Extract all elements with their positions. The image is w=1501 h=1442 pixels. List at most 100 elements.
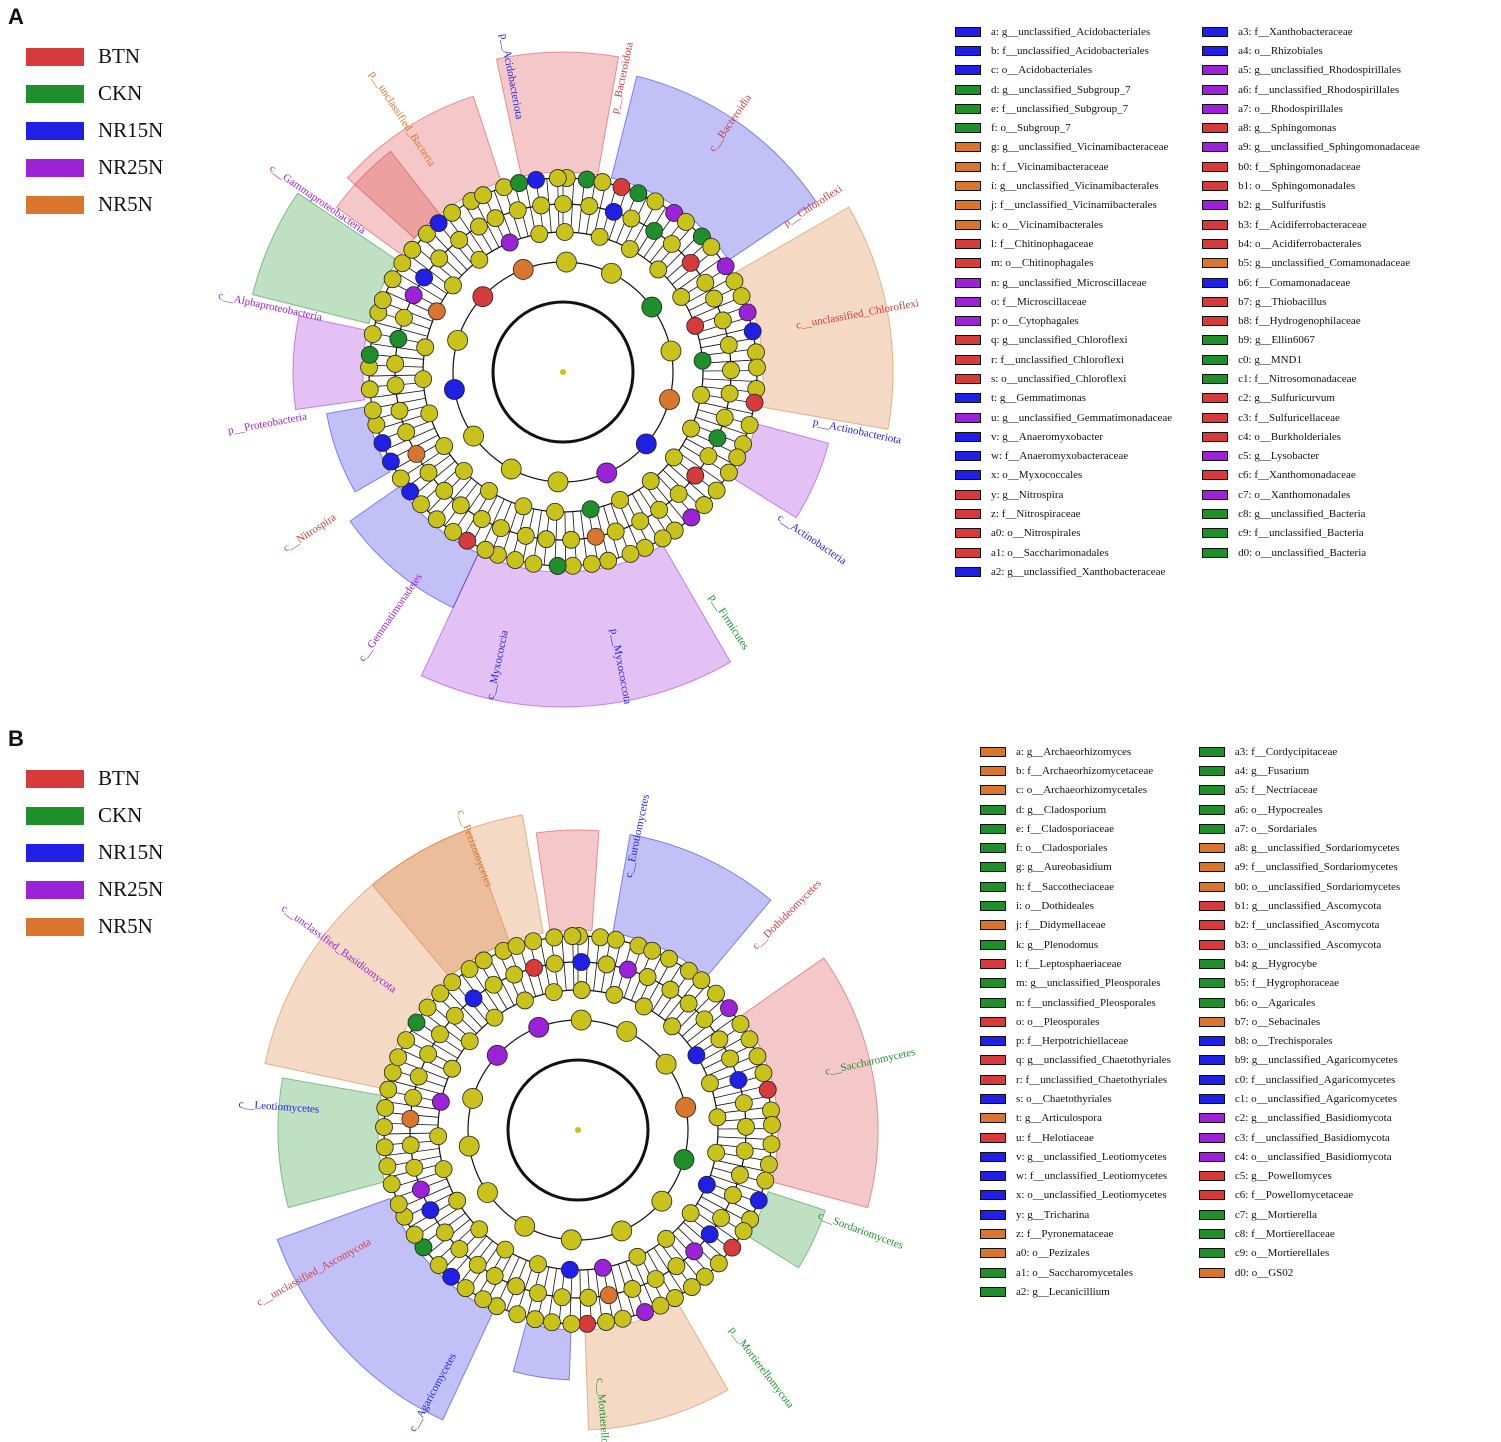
tree-branch	[369, 374, 424, 377]
key-label: a1: o__Saccharomycetales	[1016, 1266, 1133, 1279]
key-swatch	[980, 958, 1006, 969]
group-name: NR5N	[98, 914, 153, 938]
key-swatch	[955, 470, 981, 481]
group-legend-item: NR25N	[26, 149, 163, 186]
key-label: m: o__Chitinophagales	[991, 257, 1094, 270]
clade-label: c__Gemmatimonadetes	[356, 571, 425, 663]
taxon-node	[407, 1013, 426, 1032]
taxon-node	[611, 490, 629, 509]
taxon-node	[376, 1099, 395, 1117]
taxa-key-legend: a: g__Archaeorhizomyces b: f__Archaeorhiz…	[980, 742, 1400, 1302]
key-swatch	[1202, 547, 1229, 558]
key-label: a7: o__Sordariales	[1234, 822, 1318, 835]
tree-branch	[435, 477, 472, 520]
tree-branch	[532, 510, 542, 564]
key-swatch	[955, 65, 981, 76]
key-swatch	[1202, 354, 1229, 365]
taxon-node	[427, 302, 446, 321]
taxon-node	[414, 1238, 433, 1257]
taxon-node	[722, 361, 740, 380]
taxon-node	[448, 1191, 467, 1210]
key-swatch	[955, 509, 981, 520]
taxon-node	[653, 529, 672, 548]
taxon-node	[378, 1157, 397, 1176]
key-swatch	[955, 354, 981, 365]
taxon-node	[554, 195, 573, 213]
key-label: v: g__Anaeromyxobacter	[991, 430, 1104, 443]
key-label: b: f__Archaeorhizomycetaceae	[1016, 764, 1154, 777]
key-swatch	[1202, 451, 1229, 462]
tree-branch	[481, 498, 505, 549]
key-item: a1: o__Saccharomycetales	[980, 1263, 1171, 1282]
key-swatch	[1202, 296, 1229, 307]
clade-highlight	[264, 828, 511, 1090]
taxon-node	[715, 408, 734, 427]
key-swatch	[1198, 997, 1225, 1008]
key-label: i: g__unclassified_Vicinamibacterales	[991, 180, 1159, 193]
taxon-node	[662, 235, 681, 253]
key-swatch	[1198, 958, 1225, 969]
tree-branch	[700, 1035, 748, 1063]
key-label: b7: g__Thiobacillus	[1238, 295, 1327, 308]
key-item: a1: o__Saccharimonadales	[955, 543, 1172, 562]
taxon-node	[386, 376, 405, 395]
taxon-node	[486, 1044, 508, 1066]
key-label: e: f__Cladosporiaceae	[1016, 822, 1115, 835]
tree-branch	[676, 258, 721, 291]
key-item: c2: g__Sulfuricurvum	[1202, 389, 1420, 408]
key-label: q: g__unclassified_Chaetothyriales	[1016, 1054, 1171, 1067]
taxon-node	[435, 481, 454, 500]
clade-label: c__Dothideomycetes	[750, 878, 824, 952]
key-item: z: f__Nitrospiraceae	[955, 504, 1172, 523]
tree-branch	[677, 451, 723, 484]
taxon-node	[663, 1017, 681, 1036]
key-label: g: g__Aureobasidium	[1016, 861, 1112, 874]
taxon-node	[728, 448, 747, 467]
taxon-node	[660, 340, 682, 362]
key-swatch	[1198, 920, 1225, 931]
key-item: b4: g__Hygrocybe	[1198, 954, 1400, 973]
key-item: l: f__Chitinophagaceae	[955, 234, 1172, 253]
key-item: i: o__Dothideales	[980, 896, 1171, 915]
key-swatch	[1202, 335, 1229, 346]
cladogram: p__Bacteroidotac__Bacteroidiap__Chlorofl…	[217, 33, 920, 708]
key-swatch	[955, 200, 981, 211]
taxon-node	[514, 1215, 536, 1237]
taxon-node	[545, 928, 564, 947]
key-item: b4: o__Acidiferrobacterales	[1202, 234, 1420, 253]
taxon-node	[667, 1257, 686, 1276]
group-swatch	[26, 917, 84, 936]
key-item: h: f__Vicinamibacteraceae	[955, 157, 1172, 176]
key-swatch	[980, 1016, 1006, 1027]
taxon-node	[606, 930, 625, 949]
taxon-node	[411, 1180, 430, 1199]
key-label: c7: g__Mortierella	[1234, 1208, 1318, 1221]
key-item: c6: f__Powellomycetaceae	[1198, 1186, 1400, 1205]
key-item: b6: o__Agaricales	[1198, 993, 1400, 1012]
taxon-node	[734, 1222, 753, 1241]
taxon-node	[450, 1240, 469, 1258]
key-item: c3: f__Sulfuricellaceae	[1202, 408, 1420, 427]
taxon-node	[605, 985, 624, 1004]
key-item: j: f__Didymellaceae	[980, 916, 1171, 935]
taxon-node	[516, 991, 534, 1010]
tree-branch	[702, 378, 757, 382]
taxon-node	[477, 1182, 498, 1203]
key-item: c2: g__unclassified_Basidiomycota	[1198, 1109, 1400, 1128]
taxon-node	[740, 416, 759, 434]
clade-highlight	[276, 1197, 495, 1421]
key-label: a3: f__Xanthobacteraceae	[1238, 25, 1353, 38]
taxon-node	[645, 222, 664, 240]
key-swatch	[955, 161, 981, 172]
key-swatch	[1202, 65, 1229, 76]
key-swatch	[980, 765, 1006, 776]
tree-branch	[617, 500, 640, 551]
key-item: t: g__Articulospora	[980, 1109, 1171, 1128]
taxon-node	[393, 254, 412, 273]
tree-branch	[714, 1159, 768, 1173]
key-swatch	[1202, 431, 1229, 442]
tree-ring	[491, 300, 635, 444]
tree-branch	[610, 1265, 625, 1319]
key-item: a: g__Archaeorhizomyces	[980, 742, 1171, 761]
taxon-node	[553, 1288, 572, 1307]
